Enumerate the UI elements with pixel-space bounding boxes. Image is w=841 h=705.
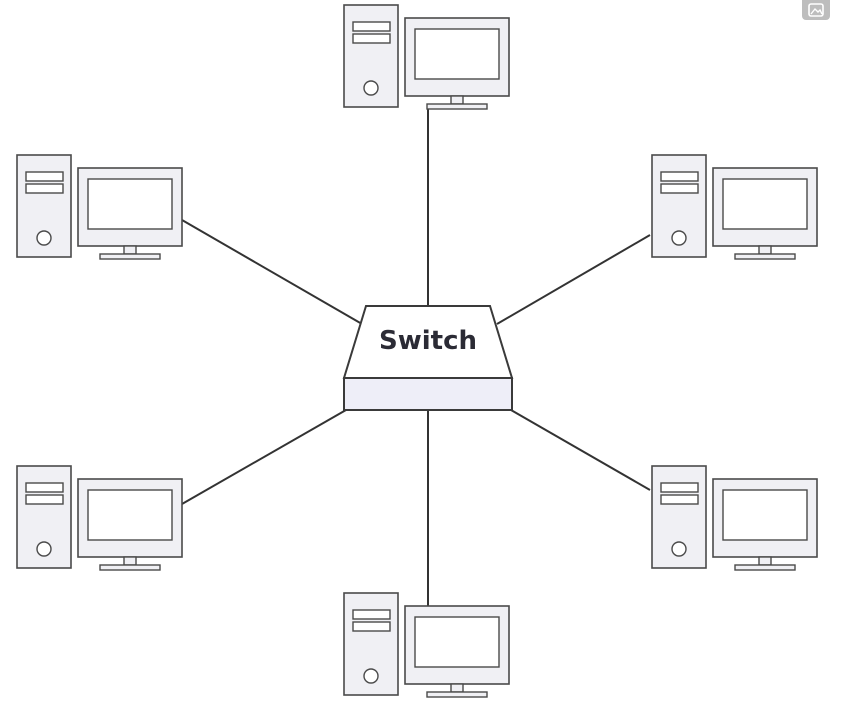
link-lower-left xyxy=(181,409,347,505)
power-button xyxy=(671,541,687,557)
computers xyxy=(16,4,818,698)
monitor-stand xyxy=(99,564,161,571)
power-button xyxy=(363,80,379,96)
drive-bay xyxy=(25,171,64,182)
link-lower-right xyxy=(510,409,651,491)
monitor-neck xyxy=(758,245,772,255)
switch-label: Switch xyxy=(379,326,477,356)
computer-lower-left xyxy=(16,465,183,571)
link-upper-left xyxy=(181,219,363,325)
monitor-neck xyxy=(758,556,772,566)
drive-bay xyxy=(352,609,391,620)
switch-device: Switch xyxy=(342,305,514,411)
computer-top xyxy=(343,4,510,110)
monitor-stand xyxy=(99,253,161,260)
monitor-screen xyxy=(414,28,500,80)
monitor-screen xyxy=(722,178,808,230)
power-button xyxy=(671,230,687,246)
monitor-neck xyxy=(123,245,137,255)
power-button xyxy=(36,541,52,557)
monitor-neck xyxy=(450,683,464,693)
link-upper-right xyxy=(496,234,651,325)
drive-bay xyxy=(660,482,699,493)
switch-base xyxy=(343,377,513,411)
drive-bay xyxy=(660,494,699,505)
drive-bay xyxy=(25,183,64,194)
drive-bay xyxy=(660,183,699,194)
power-button xyxy=(36,230,52,246)
computer-bottom xyxy=(343,592,510,698)
computer-lower-right xyxy=(651,465,818,571)
drive-bay xyxy=(352,621,391,632)
monitor-stand xyxy=(426,691,488,698)
monitor-neck xyxy=(450,95,464,105)
drive-bay xyxy=(660,171,699,182)
monitor-screen xyxy=(87,489,173,541)
monitor-screen xyxy=(414,616,500,668)
computer-upper-left xyxy=(16,154,183,260)
drive-bay xyxy=(352,21,391,32)
monitor-screen xyxy=(87,178,173,230)
computer-upper-right xyxy=(651,154,818,260)
drive-bay xyxy=(352,33,391,44)
image-icon xyxy=(808,3,824,17)
monitor-stand xyxy=(426,103,488,110)
monitor-neck xyxy=(123,556,137,566)
image-toggle-button[interactable] xyxy=(802,0,830,20)
monitor-stand xyxy=(734,253,796,260)
connection-links xyxy=(181,108,651,606)
monitor-stand xyxy=(734,564,796,571)
power-button xyxy=(363,668,379,684)
drive-bay xyxy=(25,482,64,493)
drive-bay xyxy=(25,494,64,505)
monitor-screen xyxy=(722,489,808,541)
